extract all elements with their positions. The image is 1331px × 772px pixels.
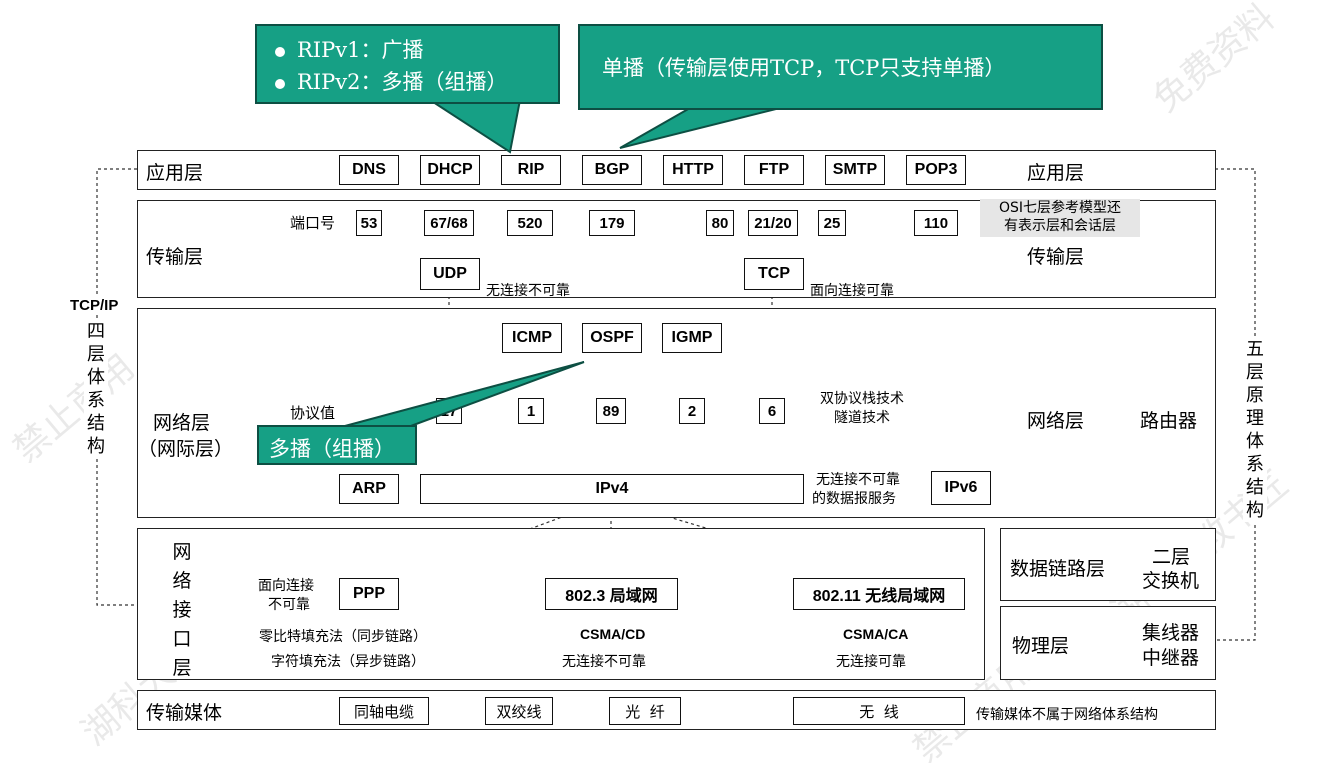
protocol-icmp: ICMP (502, 323, 562, 353)
port-110: 110 (914, 210, 958, 236)
ipv4-note-line2: 的数据报服务 (812, 491, 896, 507)
media-note: 传输媒体不属于网络体系结构 (976, 707, 1158, 723)
bullet-icon (275, 78, 285, 89)
media-label: 传输媒体 (146, 702, 223, 724)
wlan-note: 无连接可靠 (836, 654, 906, 670)
media-wireless: 无 线 (793, 697, 965, 725)
protocol-dns: DNS (339, 155, 399, 185)
protocol-value-label: 协议值 (290, 404, 336, 422)
tcp-note: 面向连接可靠 (810, 283, 894, 299)
bullet-icon (275, 46, 285, 57)
protocol-ipv6: IPv6 (931, 471, 991, 505)
ppp-note-line2: 不可靠 (268, 597, 310, 613)
proto-value-2: 2 (679, 398, 705, 424)
transport-layer-label-right: 传输层 (1027, 246, 1085, 268)
data-link-layer (1000, 528, 1216, 601)
media-coax: 同轴电缆 (339, 697, 429, 725)
tcp-unicast-callout: 单播（传输层使用TCP，TCP只支持单播） (578, 24, 1103, 110)
port-21-20: 21/20 (748, 210, 798, 236)
protocol-udp: UDP (420, 258, 480, 290)
protocol-rip: RIP (501, 155, 561, 185)
port-67-68: 67/68 (424, 210, 474, 236)
byte-stuffing: 字符填充法（异步链路） (271, 654, 425, 670)
proto-value-89: 89 (596, 398, 626, 424)
tcpip-label: TCP/IP (70, 297, 119, 314)
app-layer-label-left: 应用层 (146, 162, 204, 184)
udp-note: 无连接不可靠 (486, 283, 570, 299)
proto-value-1: 1 (518, 398, 544, 424)
protocol-ftp: FTP (744, 155, 804, 185)
protocol-dhcp: DHCP (420, 155, 480, 185)
hub-label: 集线器 (1142, 622, 1200, 644)
app-layer-label-right: 应用层 (1027, 162, 1085, 184)
network-layer-label: 网络层 (153, 412, 211, 434)
repeater-label: 中继器 (1142, 647, 1200, 669)
port-520: 520 (507, 210, 553, 236)
network-layer-label-right: 网络层 (1027, 410, 1085, 432)
protocol-igmp: IGMP (662, 323, 722, 353)
protocol-tcp: TCP (744, 258, 804, 290)
zero-bit-stuffing: 零比特填充法（同步链路） (259, 629, 427, 645)
protocol-bgp: BGP (582, 155, 642, 185)
switch-label-line1: 二层 (1152, 546, 1191, 568)
transport-layer-label-left: 传输层 (146, 246, 204, 268)
protocol-smtp: SMTP (825, 155, 885, 185)
physical-label: 物理层 (1012, 635, 1070, 657)
port-179: 179 (589, 210, 635, 236)
port-number-label: 端口号 (290, 214, 336, 232)
protocol-arp: ARP (339, 474, 399, 504)
ospf-multicast-callout: 多播（组播） (257, 425, 417, 465)
ipv4-note-line1: 无连接不可靠 (816, 472, 900, 488)
csma-ca: CSMA/CA (843, 626, 909, 642)
data-link-label: 数据链路层 (1010, 558, 1106, 580)
protocol-http: HTTP (663, 155, 723, 185)
tcpip-four-layer-label: 四层体系结构 (84, 320, 108, 458)
ethernet-8023: 802.3 局域网 (545, 578, 678, 610)
port-53: 53 (356, 210, 382, 236)
ppp-note-line1: 面向连接 (258, 578, 314, 594)
five-layer-label: 五层原理体系结构 (1243, 338, 1267, 522)
tunneling-label: 隧道技术 (834, 410, 890, 426)
proto-value-6: 6 (759, 398, 785, 424)
csma-cd: CSMA/CD (580, 626, 646, 642)
media-fiber: 光 纤 (609, 697, 681, 725)
internet-layer-label: （网际层） (138, 438, 234, 460)
rip-callout: RIPv1：广播 RIPv2：多播（组播） (255, 24, 560, 104)
router-label: 路由器 (1140, 410, 1198, 432)
port-80: 80 (706, 210, 734, 236)
ethernet-note: 无连接不可靠 (562, 654, 646, 670)
protocol-ppp: PPP (339, 578, 399, 610)
port-25: 25 (818, 210, 846, 236)
physical-layer (1000, 606, 1216, 680)
protocol-ipv4: IPv4 (420, 474, 804, 504)
switch-label-line2: 交换机 (1142, 570, 1200, 592)
media-twisted-pair: 双绞线 (485, 697, 553, 725)
osi-note: OSI七层参考模型还 有表示层和会话层 (980, 199, 1140, 237)
protocol-pop3: POP3 (906, 155, 966, 185)
network-interface-label: 网络接口层 (172, 541, 192, 679)
protocol-ospf: OSPF (582, 323, 642, 353)
wlan-80211: 802.11 无线局域网 (793, 578, 965, 610)
dual-stack-label: 双协议栈技术 (820, 391, 904, 407)
